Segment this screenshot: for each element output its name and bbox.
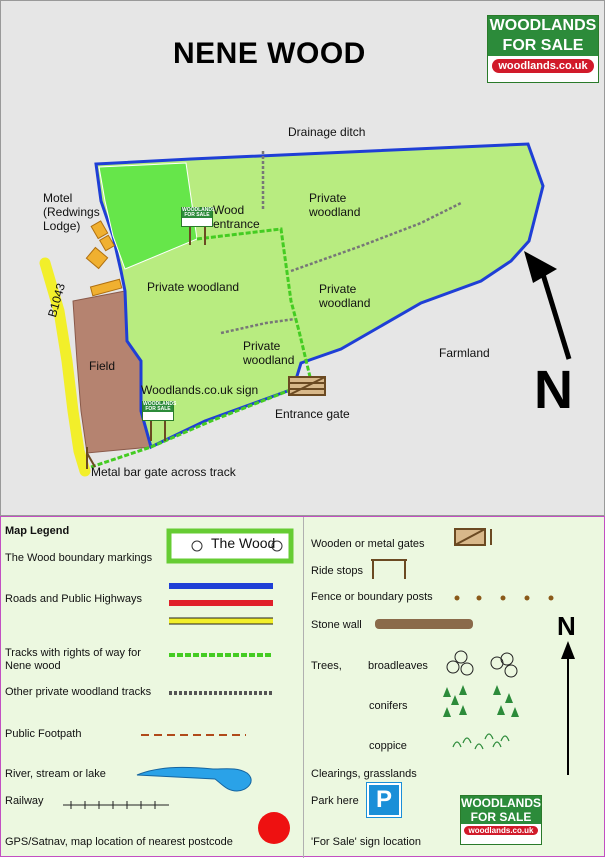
- fence-post-icon: [454, 595, 554, 601]
- track-right-of-way: [90, 387, 294, 469]
- legend-logo: WOODLANDS FOR SALE woodlands.co.uk: [460, 795, 542, 845]
- legend-roads: Roads and Public Highways: [5, 593, 142, 605]
- legend-footpath: Public Footpath: [5, 728, 82, 740]
- legend-panel: Map Legend: [0, 516, 605, 858]
- motel-building: [98, 234, 116, 252]
- entrance-gate-label: Entrance gate: [275, 407, 350, 421]
- north-arrow-icon: [524, 251, 557, 283]
- legend-gates: Wooden or metal gates: [311, 538, 425, 550]
- drainage-ditch-label: Drainage ditch: [288, 125, 366, 139]
- legend-heading: Map Legend: [5, 525, 70, 537]
- entrance-gate-icon: [288, 376, 326, 396]
- logo-line1: WOODLANDS: [488, 16, 598, 36]
- field-label: Field: [89, 359, 116, 373]
- parking-icon: P: [366, 782, 402, 818]
- legend-private-tracks: Other private woodland tracks: [5, 686, 152, 698]
- motel-building: [89, 278, 123, 297]
- stone-wall-icon: [375, 619, 473, 629]
- legend-water: River, stream or lake: [5, 768, 106, 780]
- private-track: [220, 317, 296, 335]
- metal-gate-icon: [86, 447, 96, 469]
- legend-trees: Trees,: [311, 660, 342, 672]
- legend-clearings: Clearings, grasslands: [311, 768, 417, 780]
- legend-stone-wall: Stone wall: [311, 619, 362, 631]
- sign-label: Woodlands.co.uk sign: [141, 383, 259, 397]
- legend-coppice: coppice: [369, 740, 407, 752]
- motel-building: [85, 246, 109, 270]
- private-track: [290, 201, 462, 273]
- tree-icon: [271, 540, 283, 552]
- private-woodland-label: Private woodland: [147, 280, 240, 294]
- north-arrow-shaft: [539, 270, 572, 360]
- private-woodland-label: Private woodland: [319, 282, 371, 310]
- track-right-of-way: [196, 227, 313, 382]
- coppice-icon: [452, 733, 510, 750]
- river-icon: [136, 766, 252, 792]
- for-sale-sign-icon: WOODLANDS FOR SALE: [181, 207, 215, 227]
- road-b1043: [39, 257, 91, 477]
- farmland-label: Farmland: [439, 346, 490, 360]
- map-title: NENE WOOD: [173, 37, 366, 70]
- legend-ride-stops: Ride stops: [311, 565, 363, 577]
- logo-line2: FOR SALE: [488, 36, 598, 56]
- legend-park: Park here: [311, 795, 359, 807]
- north-label: N: [534, 360, 573, 420]
- wood-boundary-box-label: The Wood: [211, 535, 276, 551]
- legend-sign: 'For Sale' sign location: [311, 836, 421, 848]
- legend-conifers: conifers: [369, 700, 408, 712]
- private-woodland-label: Private woodland: [309, 191, 361, 219]
- gps-icon: [258, 812, 290, 844]
- wood-entrance-label: Wood entrance: [213, 203, 260, 231]
- legend-symbols: [63, 528, 575, 844]
- wood-boundary-swatch: [166, 528, 294, 564]
- legend-broadleaves: broadleaves: [368, 660, 428, 672]
- legend-divider: [303, 517, 304, 858]
- for-sale-sign-icon: WOODLANDS FOR SALE: [142, 401, 176, 421]
- motel-building: [90, 220, 109, 240]
- ride-stop-icon: [371, 559, 407, 579]
- broadleaf-icon: [446, 650, 518, 678]
- legend-wood-boundary: The Wood boundary markings: [5, 552, 153, 564]
- north-arrow-icon: [561, 641, 575, 659]
- tree-icon: [191, 540, 203, 552]
- legend-fence: Fence or boundary posts: [311, 591, 433, 603]
- legend-north-label: N: [557, 611, 576, 641]
- legend-gps: GPS/Satnav, map location of nearest post…: [5, 836, 233, 848]
- legend-tracks-row: Tracks with rights of way for Nene wood: [5, 647, 141, 672]
- map-panel: NENE WOOD WOODLANDS FOR SALE woodlands.c…: [0, 0, 605, 516]
- woodlands-logo: WOODLANDS FOR SALE woodlands.co.uk: [487, 15, 599, 83]
- private-woodland-label: Private woodland: [243, 339, 295, 367]
- gate-icon: [454, 528, 492, 546]
- clearing-area: [98, 162, 198, 270]
- metal-gate-label: Metal bar gate across track: [91, 465, 236, 479]
- legend-railway: Railway: [5, 795, 44, 807]
- logo-url: woodlands.co.uk: [492, 59, 594, 73]
- motel-label: Motel (Redwings Lodge): [43, 191, 100, 233]
- conifer-icon: [443, 685, 519, 717]
